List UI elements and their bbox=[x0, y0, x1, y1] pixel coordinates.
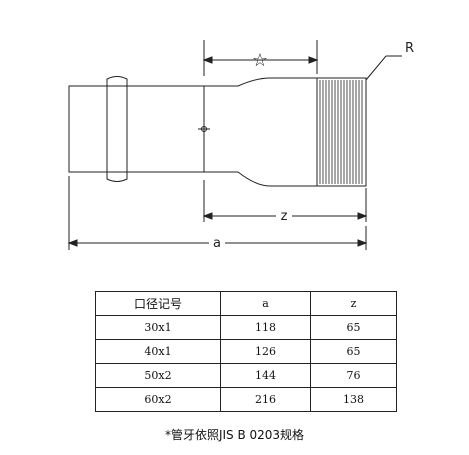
cell-z: 76 bbox=[310, 363, 397, 388]
table-row: 30x1 118 65 bbox=[95, 315, 397, 340]
cell-caliber: 60x2 bbox=[95, 387, 221, 412]
dimension-label-a: a bbox=[213, 236, 221, 251]
cell-a: 144 bbox=[220, 363, 311, 388]
table-header-row: 口径记号 a z bbox=[95, 291, 397, 316]
footnote: *管牙依照JIS B 0203规格 bbox=[164, 428, 305, 442]
header-caliber: 口径记号 bbox=[95, 291, 221, 316]
star-symbol: ☆ bbox=[252, 50, 268, 71]
fitting-drawing: ☆ R z a bbox=[67, 40, 414, 251]
cell-z: 65 bbox=[310, 339, 397, 364]
cell-z: 138 bbox=[310, 387, 397, 412]
table-row: 40x1 126 65 bbox=[95, 339, 397, 364]
header-z: z bbox=[310, 291, 397, 316]
table-row: 50x2 144 76 bbox=[95, 363, 397, 388]
cell-z: 65 bbox=[310, 315, 397, 340]
cell-a: 118 bbox=[220, 315, 311, 340]
table-row: 60x2 216 138 bbox=[95, 387, 397, 412]
cell-a: 216 bbox=[220, 387, 311, 412]
dimension-label-z: z bbox=[281, 209, 288, 224]
cell-caliber: 30x1 bbox=[95, 315, 221, 340]
cell-caliber: 40x1 bbox=[95, 339, 221, 364]
spec-table: 口径记号 a z 30x1 118 65 40x1 126 65 50x2 14… bbox=[95, 291, 397, 412]
cell-a: 126 bbox=[220, 339, 311, 364]
cell-caliber: 50x2 bbox=[95, 363, 221, 388]
header-a: a bbox=[220, 291, 311, 316]
thread-label-r: R bbox=[405, 41, 414, 56]
